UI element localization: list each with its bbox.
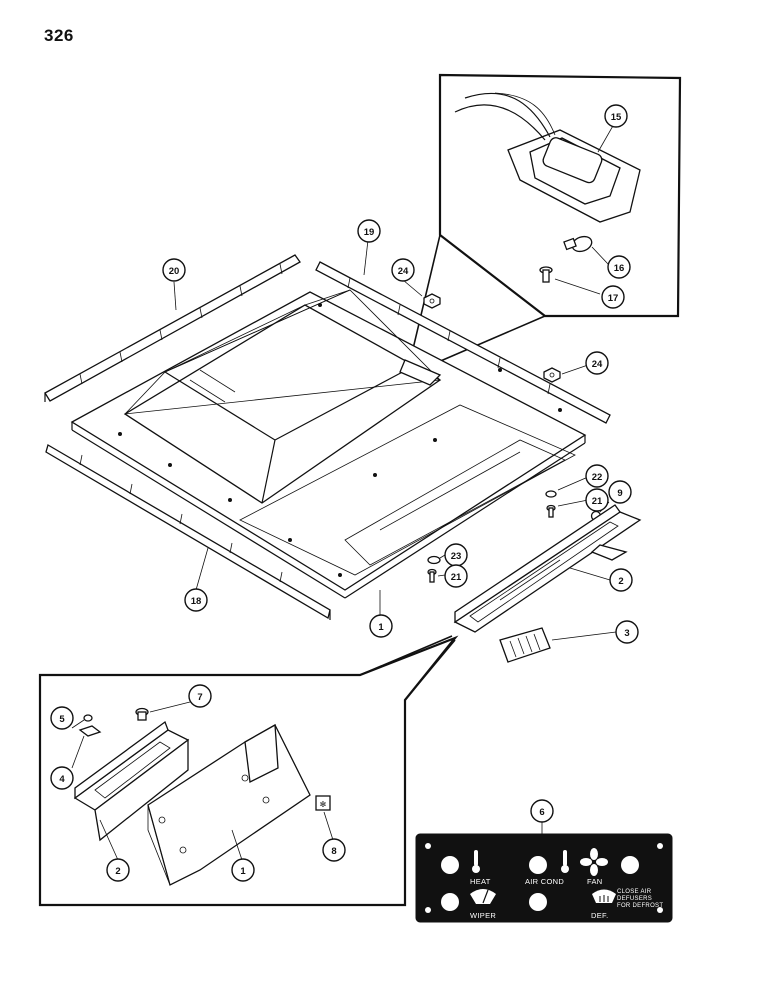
bezel-detail-inset: ✻ (38, 635, 459, 907)
callout-1-detail: 1 (231, 858, 255, 882)
defrost-icon (592, 889, 616, 903)
svg-text:2: 2 (618, 576, 623, 587)
dome-light-housing (507, 129, 641, 223)
page-number: 326 (44, 26, 74, 45)
control-panel-decal-6: HEAT AIR COND FAN WIPER DEF. CLOSE AIR D… (415, 833, 673, 923)
svg-text:4: 4 (59, 774, 65, 785)
svg-text:21: 21 (592, 496, 603, 507)
defuser-note-line1: CLOSE AIR (617, 889, 652, 895)
callout-6: 6 (530, 799, 554, 823)
callout-17: 17 (601, 285, 625, 309)
callout-20: 20 (162, 258, 186, 282)
seal-strip-18 (45, 444, 331, 620)
callout-19: 19 (357, 219, 381, 243)
heat-thermometer-icon (474, 850, 478, 866)
callout-18: 18 (184, 588, 208, 612)
svg-text:24: 24 (592, 359, 603, 370)
callout-2-main: 2 (609, 568, 633, 592)
svg-text:1: 1 (378, 622, 384, 633)
svg-text:22: 22 (592, 472, 603, 483)
svg-text:15: 15 (611, 112, 622, 123)
wiper-icon (470, 889, 496, 904)
wiper-label: WIPER (470, 911, 496, 920)
callout-5: 5 (50, 706, 74, 730)
callout-24-upper: 24 (391, 258, 415, 282)
callout-22: 22 (585, 464, 609, 488)
svg-text:16: 16 (614, 263, 625, 274)
callout-24-lower: 24 (585, 351, 609, 375)
fan-icon (580, 848, 608, 876)
svg-text:9: 9 (617, 488, 622, 499)
heat-label: HEAT (470, 877, 491, 886)
fan-label: FAN (587, 877, 603, 886)
svg-text:✻: ✻ (320, 800, 327, 809)
air-vent-3 (499, 627, 551, 663)
nut-24-upper (423, 293, 441, 309)
seal-strip-20 (44, 254, 301, 402)
callout-4: 4 (50, 766, 74, 790)
washer-22 (545, 490, 557, 498)
air-cond-label: AIR COND (525, 877, 564, 886)
svg-text:19: 19 (364, 227, 375, 238)
callout-1-main: 1 (369, 614, 393, 638)
svg-text:21: 21 (451, 572, 462, 583)
vent-bezel-2 (453, 504, 642, 633)
dome-light-inset (407, 73, 682, 373)
svg-text:24: 24 (398, 266, 409, 277)
bulb (563, 235, 593, 253)
svg-text:17: 17 (608, 293, 619, 304)
svg-text:1: 1 (240, 866, 246, 877)
seal-strip-19 (315, 261, 611, 424)
callout-8: 8 (322, 838, 346, 862)
screw-21-lower (427, 568, 437, 583)
callout-9: 9 (608, 480, 632, 504)
callout-15: 15 (604, 104, 628, 128)
svg-text:20: 20 (169, 266, 180, 277)
callout-7: 7 (188, 684, 212, 708)
def-label: DEF. (591, 911, 608, 920)
svg-text:3: 3 (624, 628, 629, 639)
callout-21-upper: 21 (585, 488, 609, 512)
svg-text:23: 23 (451, 551, 462, 562)
ac-thermometer-icon (563, 850, 567, 866)
svg-text:8: 8 (331, 846, 336, 857)
screw-21-upper (546, 504, 556, 518)
callout-3: 3 (615, 620, 639, 644)
defuser-note-line3: FOR DEFROST (617, 903, 663, 909)
svg-text:7: 7 (197, 692, 202, 703)
callout-2-detail: 2 (106, 858, 130, 882)
nut-24-lower (543, 367, 561, 383)
svg-text:6: 6 (539, 807, 544, 818)
lens-screw (539, 266, 553, 283)
svg-text:18: 18 (191, 596, 202, 607)
roof-panel (70, 289, 587, 599)
svg-text:5: 5 (59, 714, 65, 725)
defuser-note-line2: DEFUSERS (617, 896, 652, 902)
washer-23 (427, 555, 441, 565)
callout-21-lower: 21 (444, 564, 468, 588)
callout-16: 16 (607, 255, 631, 279)
callout-23: 23 (444, 543, 468, 567)
svg-text:2: 2 (115, 866, 120, 877)
